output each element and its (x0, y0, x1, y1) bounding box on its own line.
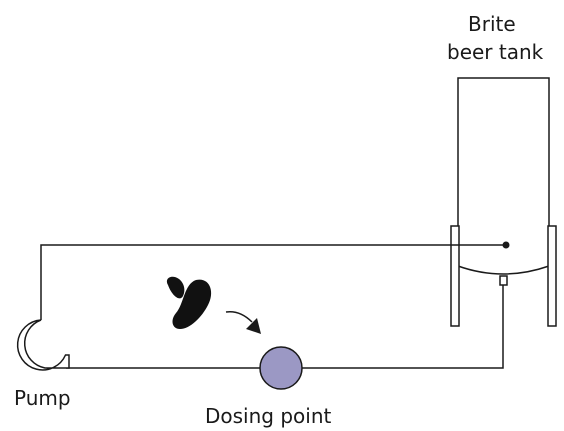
brite-beer-tank (450, 77, 557, 327)
tank-bottom (457, 265, 550, 275)
tank-leg-right (547, 225, 557, 327)
piping (40, 244, 506, 369)
tank-inlet-dot (502, 241, 510, 249)
outlet-pipe (302, 285, 504, 369)
tank-outlet (499, 275, 508, 286)
ingredient-icon (166, 276, 212, 329)
tank-body (457, 77, 550, 267)
return-pipe (40, 244, 506, 320)
tank-label-line2: beer tank (447, 40, 544, 64)
dosing-point-label: Dosing point (205, 404, 332, 428)
tank-leg-left (450, 225, 460, 327)
arrow-icon (225, 310, 261, 334)
pump-icon (16, 319, 70, 371)
dosing-point-circle (259, 346, 303, 390)
tank-label-line1: Brite (468, 12, 516, 36)
pump-label: Pump (14, 386, 71, 410)
